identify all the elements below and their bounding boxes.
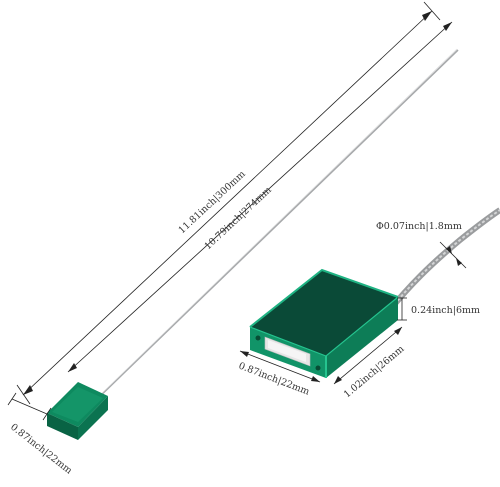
cable-length-dimension	[67, 21, 453, 373]
overall-length-dimension	[16, 1, 441, 405]
closeup-lock-hole-right	[315, 365, 321, 371]
steel-cable-highlight	[95, 48, 458, 400]
small-lock-width-dimension	[7, 392, 52, 421]
lock-thickness-label: 0.24inch|6mm	[411, 305, 480, 316]
lock-width-dimension	[239, 350, 321, 383]
small-lock-body	[47, 382, 108, 440]
lock-thickness-dimension	[397, 297, 407, 321]
lock-length-dimension	[333, 326, 403, 385]
closeup-lock-hole-left	[255, 335, 261, 341]
closeup-cable	[385, 207, 500, 314]
steel-cable	[95, 49, 459, 401]
lock-closeup-view: Φ0.07inch|1.8mm 0.24inch|6mm 0.87inch|22…	[237, 207, 500, 400]
cable-diameter-label: Φ0.07inch|1.8mm	[376, 221, 462, 232]
cable-diameter-dimension	[439, 241, 467, 269]
cable-seal-full-view: 11.81inch|300mm 10.79inch|274mm 0.87inch…	[7, 1, 459, 477]
closeup-lock-body	[249, 268, 399, 378]
